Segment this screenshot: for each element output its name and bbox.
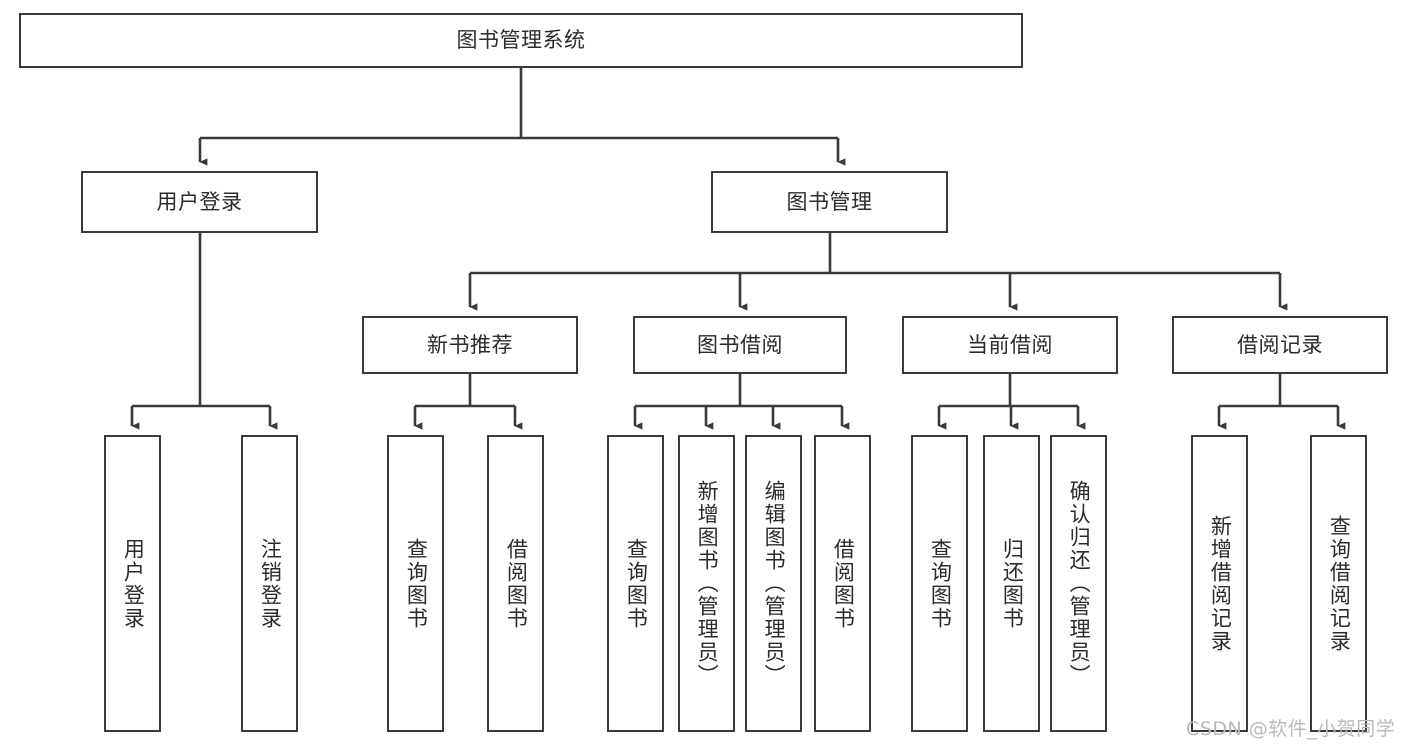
node-new-book-rec[interactable]: 新书推荐 xyxy=(362,316,578,374)
leaf-edit-book[interactable]: 编辑图书（管理员） xyxy=(745,435,802,732)
node-label: 用户登录 xyxy=(156,189,243,214)
node-book-manage[interactable]: 图书管理 xyxy=(711,171,948,233)
node-current-borrow[interactable]: 当前借阅 xyxy=(902,316,1118,374)
node-label: 借阅图书 xyxy=(504,537,529,630)
leaf-query-book-3[interactable]: 查询图书 xyxy=(911,435,968,732)
leaf-return-book[interactable]: 归还图书 xyxy=(983,435,1040,732)
leaf-query-book-1[interactable]: 查询图书 xyxy=(387,435,444,732)
node-label: 图书管理 xyxy=(786,189,873,214)
node-label: 借阅图书 xyxy=(831,537,856,630)
node-label: 新增借阅记录 xyxy=(1208,514,1233,653)
leaf-borrow-book-1[interactable]: 借阅图书 xyxy=(487,435,544,732)
node-label: 注销登录 xyxy=(258,537,283,630)
node-borrow-record[interactable]: 借阅记录 xyxy=(1172,316,1388,374)
leaf-user-login[interactable]: 用户登录 xyxy=(104,435,161,732)
node-label: 用户登录 xyxy=(121,537,146,630)
leaf-query-record[interactable]: 查询借阅记录 xyxy=(1310,435,1367,732)
node-label: 编辑图书（管理员） xyxy=(762,480,787,687)
leaf-query-book-2[interactable]: 查询图书 xyxy=(607,435,664,732)
node-label: 图书管理系统 xyxy=(456,28,586,53)
node-label: 新书推荐 xyxy=(427,332,513,357)
leaf-confirm-return[interactable]: 确认归还（管理员） xyxy=(1050,435,1107,732)
node-label: 确认归还（管理员） xyxy=(1067,480,1092,687)
leaf-user-logout[interactable]: 注销登录 xyxy=(241,435,298,732)
node-label: 新增图书（管理员） xyxy=(695,480,720,687)
watermark-text: CSDN @软件_小贺同学 xyxy=(1186,718,1396,740)
node-label: 图书借阅 xyxy=(697,332,783,357)
leaf-add-record[interactable]: 新增借阅记录 xyxy=(1191,435,1248,732)
node-root-system[interactable]: 图书管理系统 xyxy=(19,13,1023,68)
node-label: 借阅记录 xyxy=(1237,332,1323,357)
node-label: 当前借阅 xyxy=(967,332,1053,357)
node-label: 查询图书 xyxy=(624,537,649,630)
node-label: 查询图书 xyxy=(404,537,429,630)
node-label: 归还图书 xyxy=(1000,537,1025,630)
leaf-borrow-book-2[interactable]: 借阅图书 xyxy=(814,435,871,732)
node-book-borrow[interactable]: 图书借阅 xyxy=(633,316,847,374)
leaf-add-book[interactable]: 新增图书（管理员） xyxy=(678,435,735,732)
node-label: 查询图书 xyxy=(928,537,953,630)
node-label: 查询借阅记录 xyxy=(1327,514,1352,653)
node-user-login[interactable]: 用户登录 xyxy=(81,171,318,233)
